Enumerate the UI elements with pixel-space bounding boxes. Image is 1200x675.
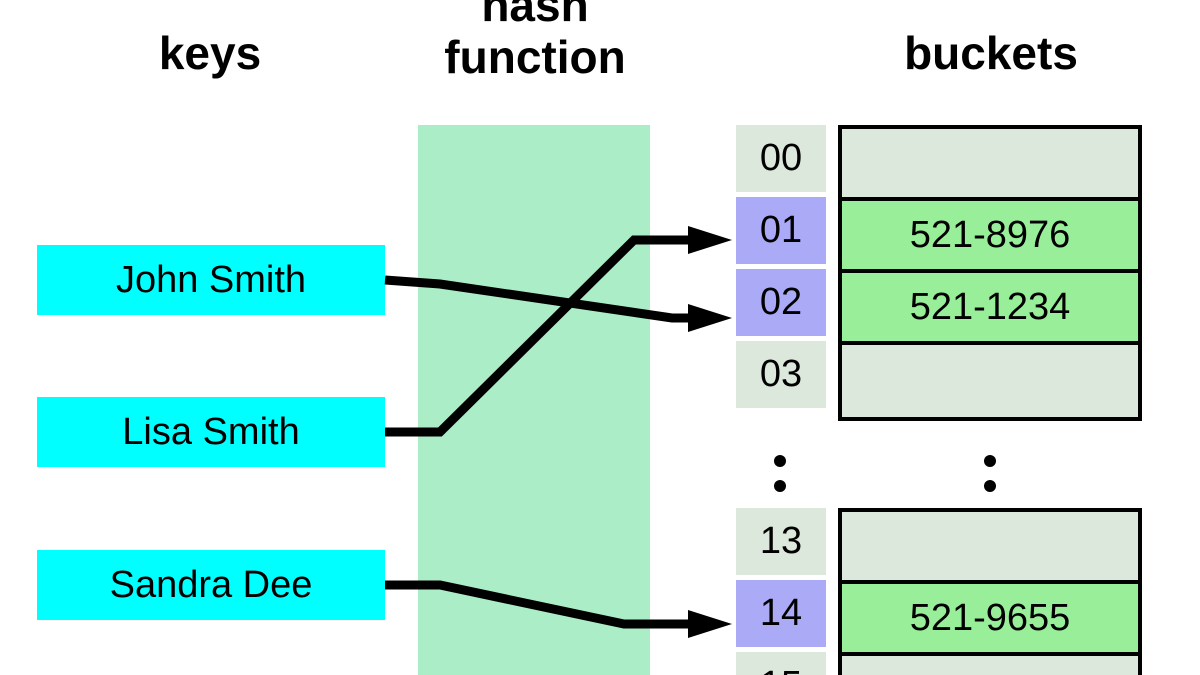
key-box-sandra-dee: Sandra Dee [37,550,385,620]
arrow-head [688,226,732,254]
key-box-lisa-smith: Lisa Smith [37,397,385,467]
bucket-cell-15 [842,656,1138,675]
ellipsis-dot [984,480,996,492]
bucket-cell-03 [842,345,1138,417]
ellipsis-dot [774,480,786,492]
hash-header-line1: hash [481,0,589,31]
arrow-head [688,610,732,638]
bucket-group-top: 521-8976 521-1234 [838,125,1142,421]
index-cell-03: 03 [736,341,826,408]
buckets-column-header: buckets [904,27,1078,79]
index-cell-00: 00 [736,125,826,192]
index-cell-15: 15 [736,652,826,675]
ellipsis-dot [984,455,996,467]
bucket-cell-01: 521-8976 [842,201,1138,273]
hash-function-band [418,125,650,675]
bucket-group-bottom: 521-9655 [838,508,1142,675]
index-cell-13: 13 [736,508,826,575]
index-column-ellipsis-icon [765,455,795,492]
bucket-cell-13 [842,512,1138,584]
hash-header-line2: function [444,31,626,83]
bucket-cell-14: 521-9655 [842,584,1138,656]
ellipsis-dot [774,455,786,467]
index-cell-01: 01 [736,197,826,264]
bucket-column-ellipsis-icon [975,455,1005,492]
arrow-head [688,304,732,332]
index-cell-02: 02 [736,269,826,336]
key-box-john-smith: John Smith [37,245,385,315]
bucket-cell-02: 521-1234 [842,273,1138,345]
index-cell-14: 14 [736,580,826,647]
bucket-cell-00 [842,129,1138,201]
keys-column-header: keys [158,27,262,79]
